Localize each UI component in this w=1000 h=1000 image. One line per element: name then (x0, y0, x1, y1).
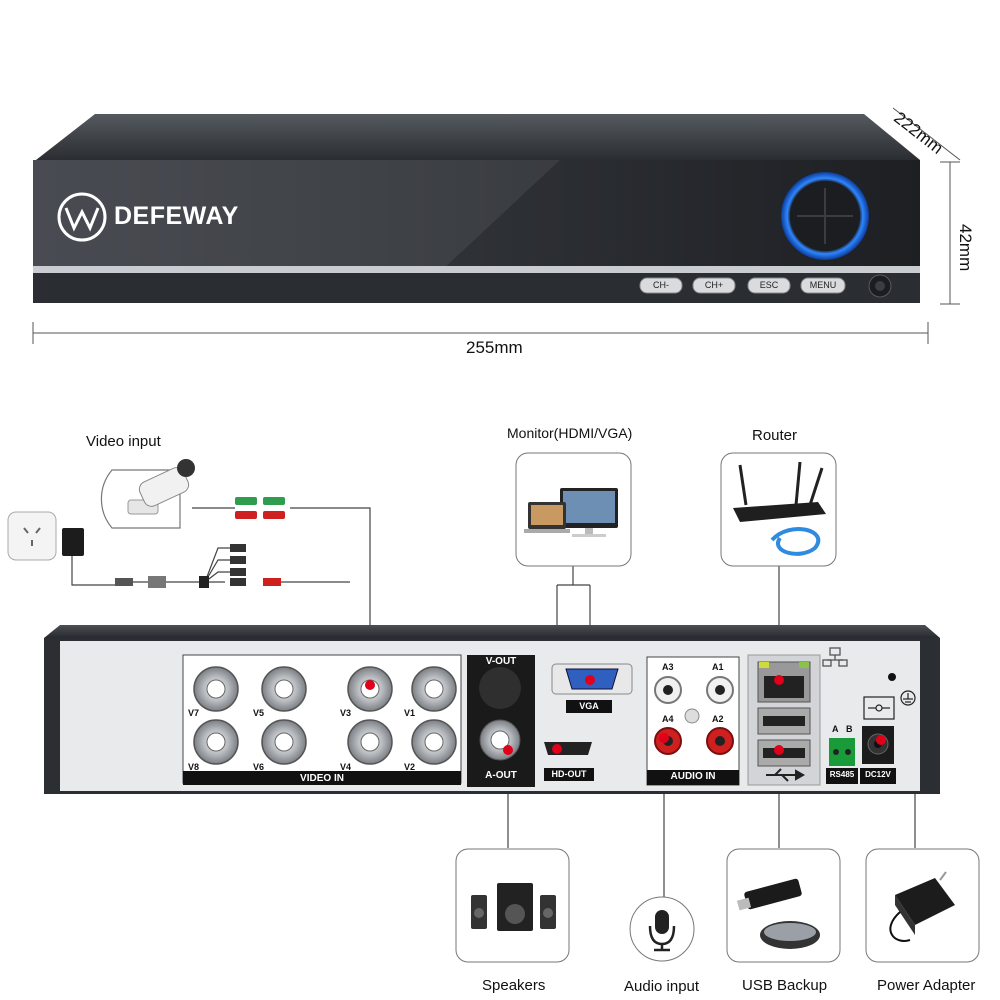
esc-button[interactable]: ESC (759, 280, 779, 290)
port-a4: A4 (662, 714, 674, 724)
brand-name: DEFEWAY (114, 202, 239, 230)
splitter-cable-icon (115, 544, 281, 588)
port-a1: A1 (712, 662, 724, 672)
camera-icon (100, 459, 195, 529)
hd-out-label: HD-OUT (551, 769, 587, 779)
port-v5: V5 (253, 708, 265, 718)
video-in-label: VIDEO IN (300, 773, 344, 784)
rs485-b-label: B (846, 724, 853, 734)
power-brick-icon (62, 528, 84, 556)
rs485-label: RS485 (829, 770, 855, 779)
router-icon (733, 461, 826, 556)
port-v3: V3 (340, 708, 352, 718)
ir-receiver-icon (868, 274, 892, 298)
defeway-logo-icon (57, 192, 107, 242)
monitor-label: Monitor(HDMI/VGA) (507, 425, 633, 441)
ground-symbol-icon (900, 690, 916, 706)
dvr-top-face (36, 114, 920, 160)
dimension-lines (32, 107, 961, 344)
height-dimension: 42mm (956, 224, 975, 272)
network-symbol-icon (822, 647, 848, 667)
front-glare (33, 160, 560, 272)
dvr-rear-view (44, 625, 940, 794)
power-adapter-icon (889, 871, 955, 942)
wall-outlet-icon (7, 511, 57, 561)
front-silver-strip (33, 266, 920, 273)
port-v2: V2 (404, 762, 416, 772)
usb-backup-label: USB Backup (742, 977, 828, 994)
connection-markers (365, 675, 886, 755)
v-out-label: V-OUT (485, 656, 517, 667)
dvr-front-face (33, 160, 920, 272)
video-input-label: Video input (86, 433, 161, 450)
video-connectors-icon (235, 497, 285, 519)
port-v7: V7 (188, 708, 200, 718)
usb-drive-mouse-icon (736, 878, 820, 949)
port-v6: V6 (253, 762, 265, 772)
width-dimension: 255mm (466, 338, 523, 357)
bnc-ports (193, 666, 457, 765)
dc12v-label: DC12V (865, 770, 891, 779)
ch-minus-button[interactable]: CH- (653, 280, 669, 290)
speakers-label: Speakers (482, 977, 546, 994)
router-label: Router (752, 427, 798, 444)
port-a3: A3 (662, 662, 674, 672)
port-v1: V1 (404, 708, 416, 718)
monitor-icon (524, 488, 618, 537)
microphone-icon (629, 896, 695, 962)
port-v4: V4 (340, 762, 352, 772)
audio-input-label: Audio input (624, 978, 700, 995)
menu-button[interactable]: MENU (809, 280, 837, 290)
polarity-symbol-icon (863, 696, 895, 720)
a-out-label: A-OUT (485, 770, 517, 781)
navigation-knob-icon (781, 172, 869, 260)
ch-plus-button[interactable]: CH+ (704, 280, 724, 290)
audio-in-label: AUDIO IN (670, 771, 716, 782)
vga-label: VGA (579, 701, 599, 711)
dvr-front-view (33, 114, 920, 303)
rs485-a-label: A (832, 724, 839, 734)
usb-symbol-icon (766, 768, 806, 782)
speakers-icon (471, 883, 556, 931)
port-a2: A2 (712, 714, 724, 724)
power-adapter-label: Power Adapter (877, 977, 976, 994)
port-v8: V8 (188, 762, 200, 772)
